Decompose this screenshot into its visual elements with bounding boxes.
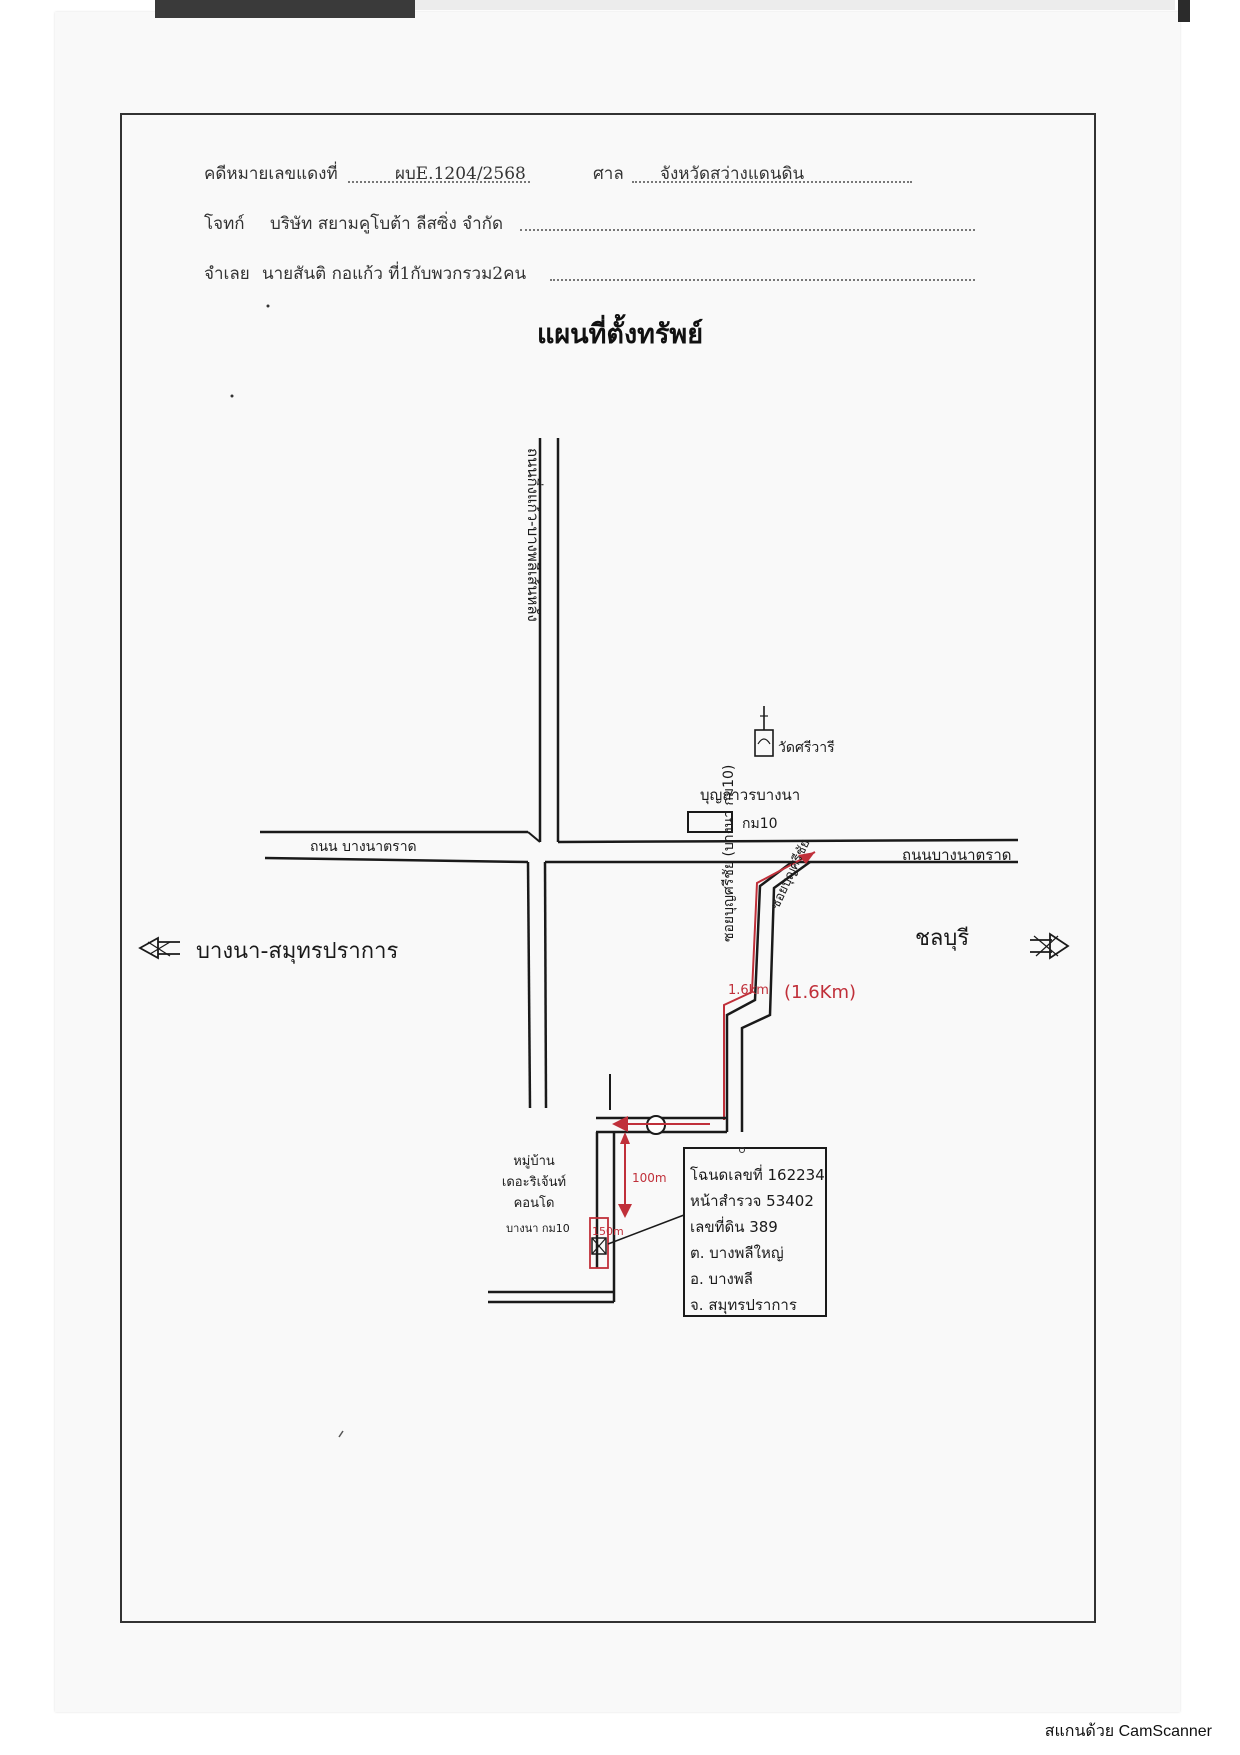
- map-title: แผนที่ตั้งทรัพย์: [536, 319, 704, 350]
- vertical-road-label: ถนนกิ่งแก้ว-บางพลีเส้นหลัง: [524, 448, 544, 622]
- road-edge: [543, 861, 548, 1109]
- soi-edge: [725, 861, 793, 1132]
- leader-line: [607, 1214, 685, 1245]
- distance-red: (1.6Km): [784, 982, 856, 1003]
- soi-vertical-label: ซอยบุญศรีชัย (บางนา กม10): [721, 765, 737, 942]
- property-outline: [589, 1217, 609, 1269]
- horizontal-road-right-label: ถนนบางนาตราด: [902, 846, 1012, 864]
- village-line: หมู่บ้าน: [513, 1154, 555, 1169]
- deed-line: โฉนดเลขที่ 162234: [690, 1164, 825, 1184]
- soi-edge: [740, 860, 811, 1132]
- village-line: คอนโด: [514, 1195, 555, 1211]
- case-number: ผบE.1204/2568: [395, 164, 526, 184]
- route-arrow: [612, 1116, 628, 1132]
- dotted-line: [632, 181, 912, 183]
- village-line: บางนา กม10: [506, 1222, 570, 1235]
- deed-line: อ. บางพลี: [690, 1270, 753, 1288]
- village-line: เดอะริเจ้นท์: [502, 1174, 566, 1190]
- road-edge: [526, 861, 532, 1109]
- distance-black: 1.6km: [728, 983, 769, 998]
- dotted-line: [348, 181, 530, 183]
- court-name: จังหวัดสว่างแดนดิน: [660, 164, 805, 184]
- defendant-label: จำเลย: [204, 264, 250, 284]
- dotted-line: [520, 229, 975, 231]
- scan-speck: [230, 394, 234, 398]
- scanner-watermark: สแกนด้วย CamScanner: [1044, 1723, 1212, 1740]
- road-edge: [264, 856, 529, 864]
- landmark-label: บุญถาวรบางนา: [700, 786, 800, 805]
- scan-speck: [266, 304, 270, 308]
- direction-right-label: ชลบุรี: [915, 926, 969, 951]
- scan-edge-dark: [155, 0, 415, 18]
- deed-line: หน้าสำรวจ 53402: [690, 1192, 814, 1210]
- scan-edge-light: [415, 0, 1175, 10]
- arrow-left-icon: [138, 936, 180, 960]
- landmark-km-label: กม10: [742, 816, 778, 832]
- scan-edge-corner: [1178, 0, 1190, 22]
- plaintiff-name: บริษัท สยามคูโบต้า ลีสซิ่ง จำกัด: [270, 214, 503, 234]
- property-hatch: [591, 1237, 607, 1255]
- distance-100m: 100m: [632, 1171, 667, 1185]
- route-arrow: [618, 1204, 632, 1218]
- landmark-building: [687, 811, 733, 833]
- horizontal-road-left-label: ถนน บางนาตราด: [310, 839, 417, 855]
- road-edge: [557, 838, 1019, 844]
- scan-speck: [739, 1147, 745, 1153]
- dotted-line: [550, 279, 975, 281]
- arrow-right-icon: [1030, 932, 1070, 960]
- distance-150m: 150m: [592, 1225, 624, 1238]
- route-line: [723, 851, 816, 1120]
- property-plot: [591, 1237, 607, 1255]
- route-arrow: [798, 852, 815, 864]
- deed-line: ต. บางพลีใหญ่: [690, 1244, 784, 1262]
- document-frame: [120, 113, 1096, 1623]
- direction-left-label: บางนา-สมุทรปราการ: [196, 939, 398, 964]
- road-edge: [527, 831, 541, 843]
- deed-box: [683, 1147, 827, 1317]
- deed-line: จ. สมุทรปราการ: [690, 1296, 797, 1315]
- court-label: ศาล: [593, 164, 624, 184]
- scan-speck: [338, 1430, 344, 1438]
- plaintiff-label: โจทก์: [204, 214, 245, 234]
- deed-line: เลขที่ดิน 389: [690, 1216, 778, 1236]
- temple-label: วัดศรีวารี: [778, 740, 835, 756]
- defendant-name: นายสันติ กอแก้ว ที่1กับพวกรวม2คน: [262, 264, 527, 284]
- case-label: คดีหมายเลขแดงที่: [204, 164, 338, 184]
- temple-icon: [754, 706, 774, 757]
- route-arrow: [620, 1132, 630, 1144]
